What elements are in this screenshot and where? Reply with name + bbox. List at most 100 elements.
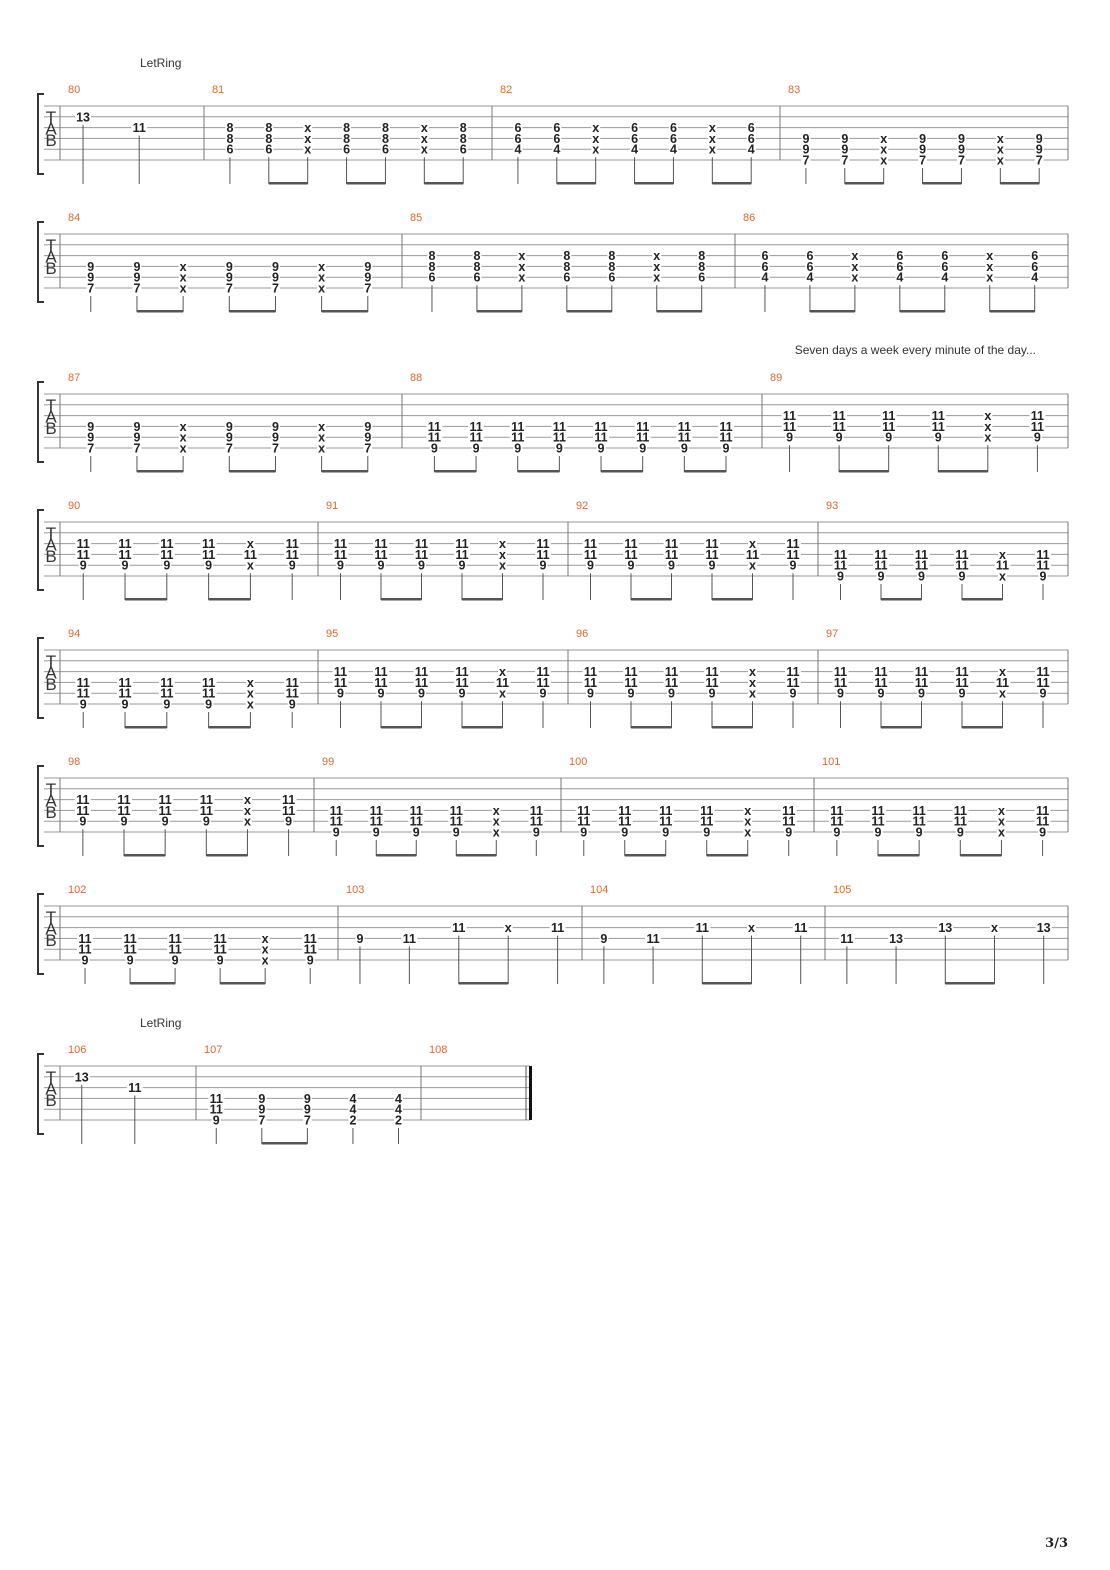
fret-number: x — [984, 420, 991, 434]
fret-bg — [850, 261, 860, 272]
tab-clef-letter: A — [45, 248, 57, 267]
fret-number: 11 — [665, 665, 678, 679]
beam — [962, 598, 1003, 601]
fret-bg — [676, 432, 693, 443]
measure-number: 84 — [68, 212, 80, 224]
fret-bg — [873, 549, 889, 560]
fret-number: 11 — [1031, 409, 1044, 423]
fret-number: 11 — [334, 676, 347, 690]
fret-bg — [245, 560, 255, 571]
fret-bg — [363, 432, 373, 443]
system-bracket — [37, 381, 44, 463]
fret-number: 11 — [834, 665, 847, 679]
fret-bg — [225, 144, 235, 155]
beam — [517, 470, 560, 473]
fret-number: 7 — [802, 154, 809, 168]
fret-number: 11 — [705, 676, 718, 690]
fret-number: 9 — [431, 442, 438, 456]
fret-bg — [1035, 677, 1051, 688]
fret-bg — [630, 122, 640, 133]
fret-bg — [513, 133, 523, 144]
fret-number: 9 — [413, 826, 420, 840]
fret-number: 7 — [226, 282, 233, 296]
fret-number: x — [991, 921, 998, 935]
fret-bg — [157, 805, 174, 816]
tab-clef-letter: B — [45, 419, 56, 438]
fret-number: 9 — [959, 570, 966, 584]
lyric-annotation: Seven days a week every minute of the da… — [795, 343, 1036, 357]
beam — [631, 598, 672, 601]
fret-number: x — [304, 132, 311, 146]
fret-bg — [472, 261, 482, 272]
fret-number: x — [984, 409, 991, 423]
fret-bg — [303, 133, 313, 144]
fret-number: 11 — [1036, 676, 1049, 690]
fret-number: 11 — [932, 409, 945, 423]
fret-number: 4 — [514, 143, 521, 157]
measure-number: 95 — [326, 628, 338, 640]
fret-bg — [513, 144, 523, 155]
fret-bg — [1034, 155, 1044, 165]
fret-bg — [75, 677, 92, 688]
fret-number: 11 — [954, 815, 967, 829]
fret-number: x — [262, 954, 269, 968]
fret-bg — [458, 133, 468, 144]
fret-number: 9 — [226, 271, 233, 285]
fret-bg — [394, 1115, 403, 1125]
fret-bg — [1034, 816, 1051, 827]
fret-bg — [302, 1104, 312, 1115]
measure-number: 87 — [68, 372, 80, 384]
fret-number: x — [180, 260, 187, 274]
fret-bg — [348, 1093, 358, 1104]
fret-bg — [832, 560, 849, 571]
fret-number: 9 — [307, 954, 314, 968]
fret-number: x — [421, 143, 428, 157]
fret-number: 11 — [783, 409, 796, 423]
beam — [321, 310, 368, 313]
fret-bg — [509, 432, 526, 443]
fret-number: x — [851, 260, 858, 274]
system-bracket — [37, 509, 44, 591]
fret-bg — [116, 794, 133, 805]
fret-bg — [831, 421, 848, 432]
fret-number: 9 — [87, 420, 94, 434]
fret-number: 9 — [668, 559, 675, 573]
fret-bg — [840, 144, 850, 155]
fret-bg — [513, 443, 523, 453]
fret-bg — [1029, 421, 1046, 432]
fret-number: 9 — [87, 260, 94, 274]
fret-bg — [122, 944, 139, 955]
fret-bg — [667, 560, 676, 571]
fret-bg — [895, 261, 905, 272]
fret-bg — [167, 944, 184, 955]
fret-bg — [454, 666, 470, 677]
fret-number: 7 — [364, 442, 371, 456]
fret-bg — [73, 1071, 90, 1082]
beam — [624, 854, 666, 857]
fret-number: 11 — [304, 943, 317, 957]
fret-number: 9 — [453, 826, 460, 840]
beam — [881, 726, 922, 729]
fret-bg — [661, 827, 671, 837]
fret-bg — [517, 261, 527, 272]
fret-bg — [591, 133, 601, 144]
fret-number: x — [499, 548, 506, 562]
tab-clef-letter: T — [46, 1068, 56, 1087]
fret-bg — [454, 677, 470, 688]
fret-number: 6 — [608, 271, 615, 285]
fret-bg — [676, 421, 693, 432]
fret-number: 11 — [530, 815, 543, 829]
beam — [136, 310, 184, 313]
fret-bg — [668, 122, 678, 133]
fret-bg — [204, 699, 214, 709]
fret-number: x — [744, 804, 751, 818]
fret-bg — [918, 133, 928, 144]
fret-bg — [840, 133, 850, 144]
fret-bg — [549, 922, 566, 933]
fret-bg — [491, 805, 501, 816]
measure-number: 88 — [410, 372, 422, 384]
fret-bg — [535, 666, 551, 677]
fret-number: 11 — [700, 804, 713, 818]
fret-number: 9 — [668, 687, 675, 701]
fret-number: 9 — [918, 570, 925, 584]
